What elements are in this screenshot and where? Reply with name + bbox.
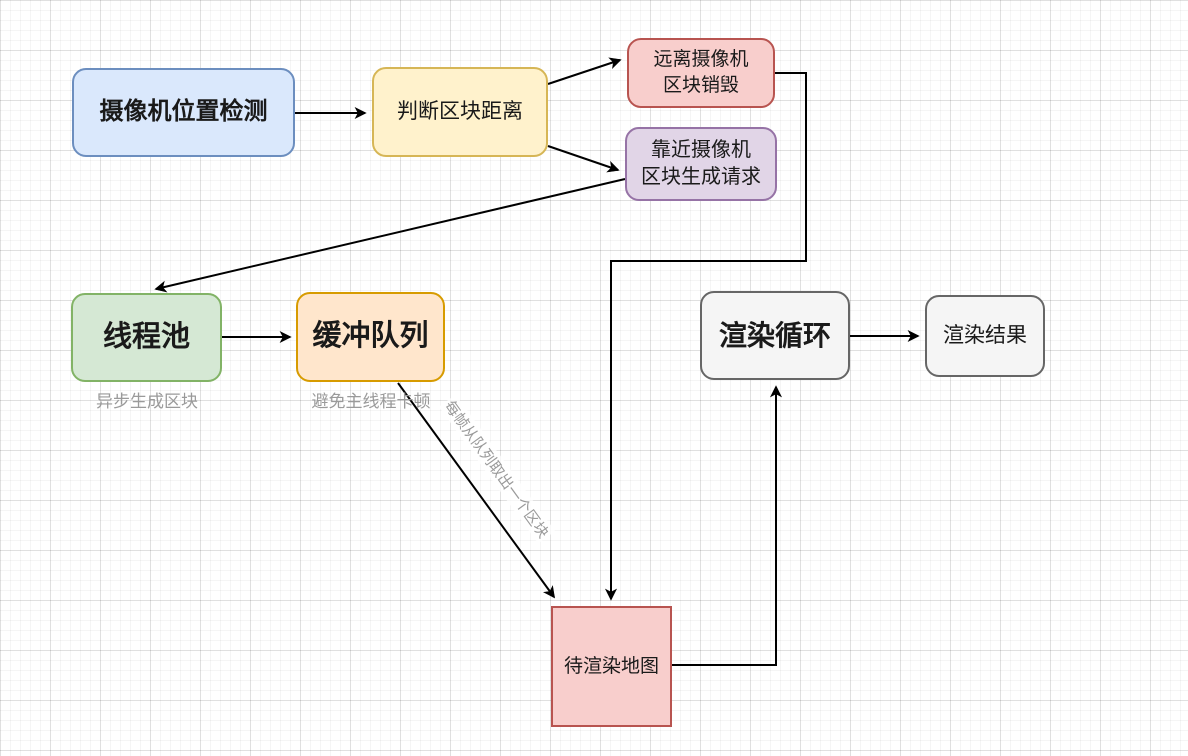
edge-request-to-threadpool[interactable] — [154, 178, 626, 293]
node-destroy-far-chunks[interactable]: 远离摄像机 区块销毁 — [627, 38, 775, 108]
edge-destroy-to-map[interactable] — [604, 72, 807, 601]
edge-buffer-to-map[interactable] — [397, 382, 555, 599]
buffer-queue-note: 避免主线程卡顿 — [311, 392, 431, 411]
node-buffer-queue[interactable]: 缓冲队列 — [296, 292, 445, 382]
node-map-to-render[interactable]: 待渲染地图 — [551, 606, 672, 727]
node-render-result[interactable]: 渲染结果 — [925, 295, 1045, 377]
node-render-loop[interactable]: 渲染循环 — [700, 291, 850, 380]
edge-judge-to-request[interactable] — [547, 145, 620, 173]
node-judge-chunk-distance[interactable]: 判断区块距离 — [372, 67, 548, 157]
thread-pool-note: 异步生成区块 — [96, 392, 198, 411]
edge-judge-to-destroy[interactable] — [547, 57, 622, 85]
node-near-chunk-generate-request[interactable]: 靠近摄像机 区块生成请求 — [625, 127, 777, 201]
node-camera-position-detect[interactable]: 摄像机位置检测 — [72, 68, 295, 157]
edge-map-to-loop[interactable] — [672, 385, 783, 666]
node-thread-pool[interactable]: 线程池 — [71, 293, 222, 382]
